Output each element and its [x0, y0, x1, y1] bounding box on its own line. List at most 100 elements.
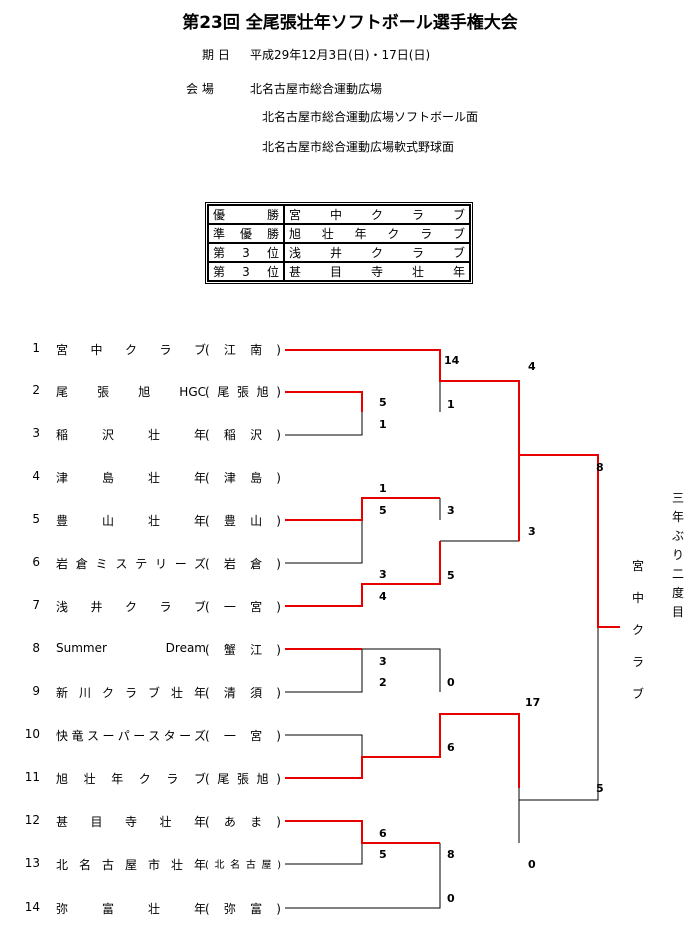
team-name: 甚目寺壮年: [56, 815, 206, 829]
team-seed: 3: [32, 426, 40, 440]
results-row: 準優勝 旭壮年クラブ: [208, 224, 470, 243]
note-char: 度: [672, 586, 685, 600]
results-row: 第3位 浅井クラブ: [208, 243, 470, 262]
team-seed: 2: [32, 383, 40, 397]
team-name: 稲沢壮年: [56, 428, 206, 442]
team-seed: 7: [32, 598, 40, 612]
team-region: (清須): [205, 686, 281, 700]
note-char: り: [672, 548, 685, 562]
note-char: 年: [672, 510, 685, 524]
team-name: 豊山壮年: [56, 514, 206, 528]
score-label: 5: [379, 504, 387, 517]
result-team: 旭壮年クラブ: [284, 224, 470, 243]
team-seed: 4: [32, 469, 40, 483]
note-char: 三: [672, 491, 685, 505]
team-name: 旭壮年クラブ: [56, 772, 206, 786]
period-value: 平成29年12月3日(日)・17日(日): [250, 48, 431, 62]
team-seed: 12: [24, 813, 40, 827]
team-name: 宮中クラブ: [56, 343, 206, 357]
results-row: 第3位 甚目寺壮年: [208, 262, 470, 281]
team-region: (尾張旭): [205, 772, 281, 786]
bracket-lines-loss: [285, 381, 599, 909]
score-label: 8: [596, 461, 604, 474]
score-label: 5: [447, 569, 455, 582]
score-label: 6: [379, 827, 387, 840]
result-team: 宮中クラブ: [284, 205, 470, 224]
team-name: 弥富壮年: [56, 902, 206, 916]
team-region: (津島): [205, 471, 281, 485]
result-place: 第3位: [208, 262, 284, 281]
venue-sub-1: 北名古屋市総合運動広場ソフトボール面: [262, 110, 479, 124]
team-seed: 5: [32, 512, 40, 526]
team-seed: 8: [32, 641, 40, 655]
team-name: 岩倉ミステリーズ: [56, 557, 206, 571]
score-label: 3: [447, 504, 455, 517]
team-name: 北名古屋市壮年: [56, 858, 206, 872]
score-label: 4: [379, 590, 387, 603]
team-name: 快竜スーパースターズ: [56, 729, 206, 743]
team-region: (弥富): [205, 902, 281, 916]
team-region: (一宮): [205, 600, 281, 614]
venue-sub-2: 北名古屋市総合運動広場軟式野球面: [262, 140, 455, 154]
team-name: 浅井クラブ: [56, 600, 206, 614]
team-region: (江南): [205, 343, 281, 357]
score-label: 0: [528, 858, 536, 871]
team-name: 尾張旭HGC: [56, 385, 206, 399]
note-char: ぶ: [672, 529, 685, 543]
team-seed: 14: [24, 900, 40, 914]
champion-char: 中: [632, 591, 645, 605]
score-label: 5: [379, 848, 387, 861]
results-table: 優勝 宮中クラブ 準優勝 旭壮年クラブ 第3位 浅井クラブ 第3位 甚目寺壮年: [205, 202, 473, 284]
score-label: 2: [379, 676, 387, 689]
team-name: 新川クラブ壮年: [56, 686, 206, 700]
champion-char: ク: [632, 623, 645, 637]
page-title: 第23回 全尾張壮年ソフトボール選手権大会: [182, 13, 518, 33]
score-label: 5: [596, 782, 604, 795]
note-char: 目: [672, 605, 685, 619]
champion-char: 宮: [632, 559, 645, 573]
team-region: (岩倉): [205, 557, 281, 571]
team-seed: 11: [24, 770, 40, 784]
score-label: 8: [447, 848, 455, 861]
venue-value: 北名古屋市総合運動広場: [250, 82, 383, 96]
score-label: 1: [447, 398, 455, 411]
score-label: 1: [379, 418, 387, 431]
result-place: 第3位: [208, 243, 284, 262]
team-region: (蟹江): [205, 643, 281, 657]
score-label: 0: [447, 676, 455, 689]
result-place: 準優勝: [208, 224, 284, 243]
team-seed: 1: [32, 341, 40, 355]
score-label: 3: [379, 655, 387, 668]
score-label: 14: [444, 354, 460, 367]
score-label: 5: [379, 396, 387, 409]
results-row: 優勝 宮中クラブ: [208, 205, 470, 224]
champion-char: ブ: [632, 687, 645, 701]
note-char: 二: [672, 567, 685, 581]
champion-char: ラ: [632, 655, 645, 669]
team-region: (稲沢): [205, 428, 281, 442]
result-team: 浅井クラブ: [284, 243, 470, 262]
team-region: (北名古屋): [205, 860, 281, 871]
result-team: 甚目寺壮年: [284, 262, 470, 281]
bracket-lines-win: [285, 349, 620, 844]
team-region: (あま): [205, 815, 281, 829]
score-label: 17: [525, 696, 541, 709]
score-label: 3: [528, 525, 536, 538]
team-seed: 9: [32, 684, 40, 698]
team-region: (豊山): [205, 514, 281, 528]
team-seed: 10: [24, 727, 40, 741]
result-place: 優勝: [208, 205, 284, 224]
score-label: 3: [379, 568, 387, 581]
team-seed: 6: [32, 555, 40, 569]
score-label: 4: [528, 360, 536, 373]
team-region: (尾張旭): [205, 385, 281, 399]
team-name: Summer Dream: [56, 641, 206, 655]
team-region: (一宮): [205, 729, 281, 743]
score-label: 6: [447, 741, 455, 754]
period-label: 期 日: [202, 48, 230, 62]
team-name: 津島壮年: [56, 471, 206, 485]
score-label: 1: [379, 482, 387, 495]
venue-label: 会 場: [186, 82, 214, 96]
score-label: 0: [447, 892, 455, 905]
